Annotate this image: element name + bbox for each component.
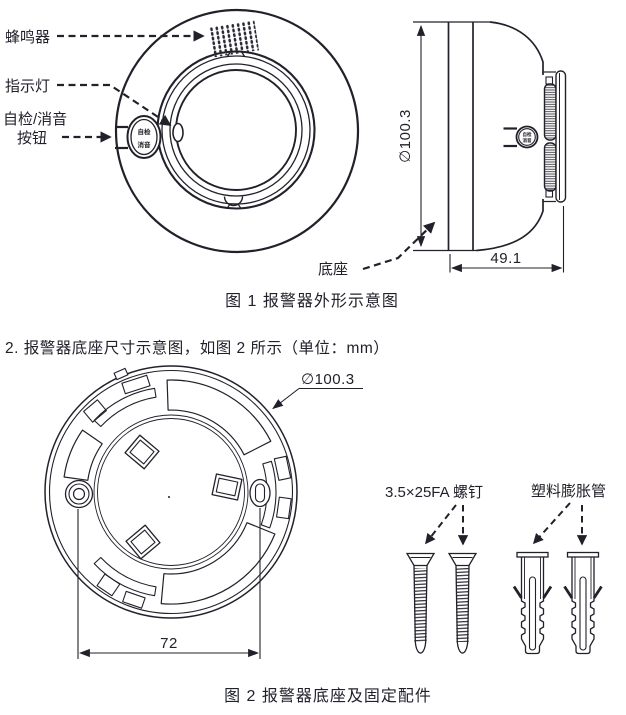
alarm-front-view [114, 8, 360, 254]
anchor-barb [512, 585, 523, 599]
base-outer-circle [44, 365, 298, 619]
hole-spacing-value: 72 [160, 635, 178, 652]
base-tab [122, 590, 146, 609]
screw-leader [425, 504, 457, 545]
bayonet-lug [211, 473, 243, 501]
base-screw-hole-right [249, 478, 271, 508]
base-leader [362, 221, 436, 271]
anchor-barb [592, 585, 603, 599]
anchor-barb [563, 585, 574, 599]
screw [447, 552, 478, 654]
base-tab [83, 399, 107, 423]
label-button-line1: 自检/消音 [3, 111, 67, 128]
label-buzzer: 蜂鸣器 [5, 29, 50, 46]
front-ring-inner [175, 69, 297, 191]
button-face-text: 自检 [138, 127, 152, 136]
screws [405, 552, 478, 654]
indicator-light [172, 122, 184, 143]
label-indicator: 指示灯 [5, 78, 50, 95]
self-test-button [115, 115, 162, 159]
base-slot-bottom [160, 522, 276, 605]
side-mount-plate [555, 70, 567, 203]
side-grille [543, 83, 557, 192]
base-tab [273, 455, 292, 481]
label-base: 底座 [318, 261, 348, 278]
speaker-holes [208, 20, 260, 58]
base-center-mark [168, 496, 170, 498]
base-middle-circle [93, 414, 249, 570]
base-tab [121, 374, 151, 395]
base-slot-top [166, 379, 272, 456]
ring-bottom-tab [223, 196, 244, 207]
side-diameter-value: ∅100.3 [397, 109, 414, 163]
base-tab [96, 573, 121, 597]
figure2-caption: 图 2 报警器底座及固定配件 [224, 687, 432, 705]
base-strip-right [260, 460, 277, 529]
side-button-face-text: 消音 [523, 137, 532, 144]
base-strip-topleft [93, 387, 157, 428]
front-outer-shell [114, 8, 360, 254]
base-strip-bottomleft [93, 556, 157, 597]
side-body-bottom [476, 199, 544, 252]
label-anchor: 塑料膨胀管 [531, 483, 606, 500]
screw [405, 552, 436, 654]
figure1-dimensions [416, 24, 565, 273]
fastener-callouts [425, 502, 588, 546]
figure2-dimensions [77, 387, 363, 659]
base-edge-notch [113, 367, 129, 381]
base-diameter-value: ∅100.3 [301, 371, 355, 388]
alarm-side-view [413, 21, 567, 252]
anchor-barb [542, 585, 553, 599]
label-button-line2: 按钮 [17, 130, 47, 147]
section-heading: 2. 报警器底座尺寸示意图，如图 2 所示（单位：mm） [5, 338, 389, 357]
depth-value: 49.1 [490, 250, 521, 267]
bayonet-lug [125, 524, 161, 560]
label-screw: 3.5×25FA 螺钉 [385, 484, 483, 501]
anchor-leader [532, 502, 571, 545]
base-tab [276, 496, 292, 520]
base-slot-left [63, 429, 103, 481]
figure1-caption: 图 1 报警器外形示意图 [225, 291, 399, 310]
bayonet-lug [124, 434, 160, 470]
wall-anchor [563, 551, 603, 655]
base-screw-hole-left [64, 479, 94, 509]
wall-anchor [512, 551, 553, 655]
base-plate-view [44, 365, 298, 619]
side-body-top [489, 21, 544, 75]
ring-top-tab [226, 50, 246, 57]
anchors [512, 551, 603, 655]
side-button-face-text: 自检 [523, 131, 532, 138]
side-self-test-button [503, 125, 539, 149]
button-face-text: 消音 [138, 140, 152, 149]
base-diameter-leader [272, 388, 300, 410]
indicator-leader [57, 83, 172, 126]
